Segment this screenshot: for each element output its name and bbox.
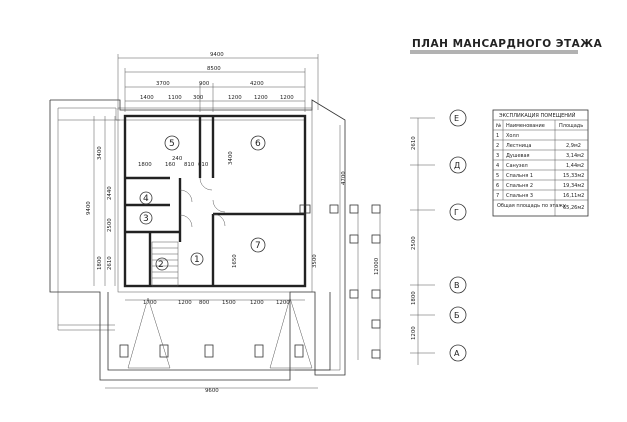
axis-dim-3: 2500 (411, 236, 417, 250)
room-2-label: 2 (158, 260, 164, 270)
room-4-label: 4 (143, 194, 149, 204)
dim-top-7: 1100 (168, 95, 182, 101)
axis-dim-2: 4700 (341, 171, 347, 185)
dim-left-5: 2610 (107, 256, 113, 270)
table-title: ЭКСПЛИКАЦИЯ ПОМЕЩЕНИЙ (499, 112, 576, 119)
room-6-label: 6 (255, 139, 261, 149)
door-swings (179, 177, 226, 228)
axis-D: Д (454, 161, 460, 170)
dim-left-1: 9400 (86, 201, 92, 215)
row-6-area: 19,34м2 (563, 183, 584, 189)
dim-top-9: 1200 (228, 95, 242, 101)
row-4-area: 1,44м2 (566, 163, 584, 169)
dim-top-11: 1200 (280, 95, 294, 101)
row-3-area: 3,14м2 (566, 153, 584, 159)
dim-top-5: 4200 (250, 81, 264, 87)
room-5-label: 5 (169, 139, 175, 149)
room-1-label: 1 (194, 255, 200, 265)
porch-roof (107, 205, 381, 371)
axis-E: Е (454, 114, 459, 123)
drawing-title: ПЛАН МАНСАРДНОГО ЭТАЖА (412, 38, 603, 50)
axis-A: А (454, 349, 460, 358)
table-total-value: 65,26м2 (563, 205, 584, 211)
dim-left-4: 2500 (107, 218, 113, 232)
dim-top-10: 1200 (254, 95, 268, 101)
axis-dim-5: 1200 (411, 326, 417, 340)
dim-bottom-6: 1200 (276, 300, 290, 306)
table-total-label: Общая площадь по этажу (497, 203, 566, 209)
dim-top-2: 8500 (207, 66, 221, 72)
posts (119, 204, 381, 359)
dim-bottom-4: 1500 (222, 300, 236, 306)
dim-top-4: 900 (199, 81, 210, 87)
dim-top-8: 300 (193, 95, 204, 101)
dim-left-2: 3400 (97, 146, 103, 160)
table-header-area: Площадь (559, 123, 583, 129)
dim-inner-7: 1650 (232, 254, 238, 268)
dim-bottom-3: 800 (199, 300, 210, 306)
left-dimension-lines (93, 116, 116, 286)
room-3-label: 3 (143, 214, 149, 224)
dim-top-6: 1400 (140, 95, 154, 101)
staircase (151, 241, 179, 287)
table-header-num: № (496, 123, 502, 129)
dim-bottom-7: 9600 (205, 388, 219, 394)
row-7-num: 7 (496, 193, 499, 199)
row-5-area: 15,33м2 (563, 173, 584, 179)
row-2-num: 2 (496, 143, 499, 149)
axis-dim-1: 2610 (411, 136, 417, 150)
axis-G: Г (454, 208, 459, 217)
row-5-name: Спальня 1 (506, 173, 533, 179)
dim-bottom-1: 1700 (143, 300, 157, 306)
house-walls (123, 114, 307, 288)
row-7-area: 16,11м2 (563, 193, 584, 199)
dim-bottom-2: 1200 (178, 300, 192, 306)
row-6-name: Спальня 2 (506, 183, 533, 189)
room-7-label: 7 (255, 241, 261, 251)
dim-inner-8: 3500 (312, 254, 318, 268)
dim-inner-6: 3400 (228, 151, 234, 165)
axis-bubbles (449, 109, 467, 362)
row-7-name: Спальня 3 (506, 193, 533, 199)
dim-bottom-5: 1200 (250, 300, 264, 306)
dim-inner-3: 160 (165, 162, 176, 168)
row-3-name: Душевая (506, 153, 530, 159)
top-dimension-lines (117, 54, 319, 112)
dim-inner-1: 1800 (138, 162, 152, 168)
dim-top-1: 9400 (210, 52, 224, 58)
axis-B: Б (454, 311, 460, 320)
axis-V: В (454, 281, 460, 290)
row-2-name: Лестница (506, 143, 531, 149)
axis-guides (410, 117, 435, 365)
row-6-num: 6 (496, 183, 499, 189)
row-4-name: Санузел (506, 163, 528, 169)
axis-dim-7: 12000 (374, 257, 380, 275)
table-header-name: Наименование (506, 123, 545, 129)
row-1-num: 1 (496, 133, 499, 139)
roof-outline (49, 99, 346, 381)
dim-top-3: 3700 (156, 81, 170, 87)
room-markers (139, 135, 266, 266)
row-1-name: Холл (506, 133, 519, 139)
dim-inner-4: 810 (184, 162, 195, 168)
dim-inner-5: 610 (198, 162, 209, 168)
row-3-num: 3 (496, 153, 499, 159)
dim-inner-2: 240 (172, 156, 183, 162)
explication-table (492, 109, 589, 217)
row-5-num: 5 (496, 173, 499, 179)
row-4-num: 4 (496, 163, 499, 169)
dim-left-3: 2440 (107, 186, 113, 200)
dim-left-6: 1800 (97, 256, 103, 270)
axis-dim-4: 1800 (411, 291, 417, 305)
row-2-area: 2,9м2 (566, 143, 581, 149)
